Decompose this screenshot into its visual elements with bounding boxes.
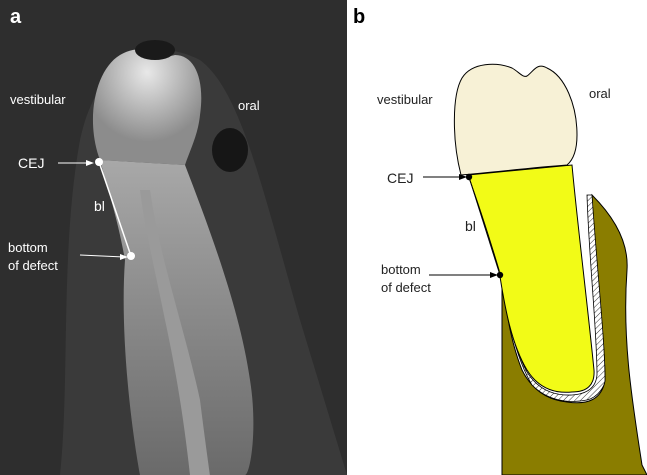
tooth-root bbox=[468, 165, 594, 392]
label-bottom-b-1: bottom bbox=[381, 262, 421, 277]
cej-marker bbox=[95, 158, 103, 166]
label-bottom-a-1: bottom bbox=[8, 240, 48, 255]
label-bl-b: bl bbox=[465, 218, 476, 234]
tooth-crown bbox=[93, 49, 201, 165]
defect-marker bbox=[127, 252, 135, 260]
label-vestibular-b: vestibular bbox=[377, 92, 433, 107]
panel-b-image bbox=[347, 0, 647, 475]
label-oral-a: oral bbox=[238, 98, 260, 113]
panel-a-radiograph: a vestibular oral CEJ bl bottom of defec… bbox=[0, 0, 347, 475]
cej-marker bbox=[466, 174, 472, 180]
label-bottom-a-2: of defect bbox=[8, 258, 58, 273]
label-vestibular-a: vestibular bbox=[10, 92, 66, 107]
label-oral-b: oral bbox=[589, 86, 611, 101]
panel-b-label: b bbox=[353, 6, 365, 29]
defect-marker bbox=[497, 272, 503, 278]
panel-a-label: a bbox=[10, 6, 21, 29]
tooth-crown bbox=[454, 64, 577, 175]
label-cej-b: CEJ bbox=[387, 170, 413, 186]
panel-b-schematic: b vestibular oral CEJ bl bottom of defec… bbox=[347, 0, 647, 475]
panel-a-image bbox=[0, 0, 347, 475]
label-cej-a: CEJ bbox=[18, 155, 44, 171]
label-bl-a: bl bbox=[94, 198, 105, 214]
label-bottom-b-2: of defect bbox=[381, 280, 431, 295]
